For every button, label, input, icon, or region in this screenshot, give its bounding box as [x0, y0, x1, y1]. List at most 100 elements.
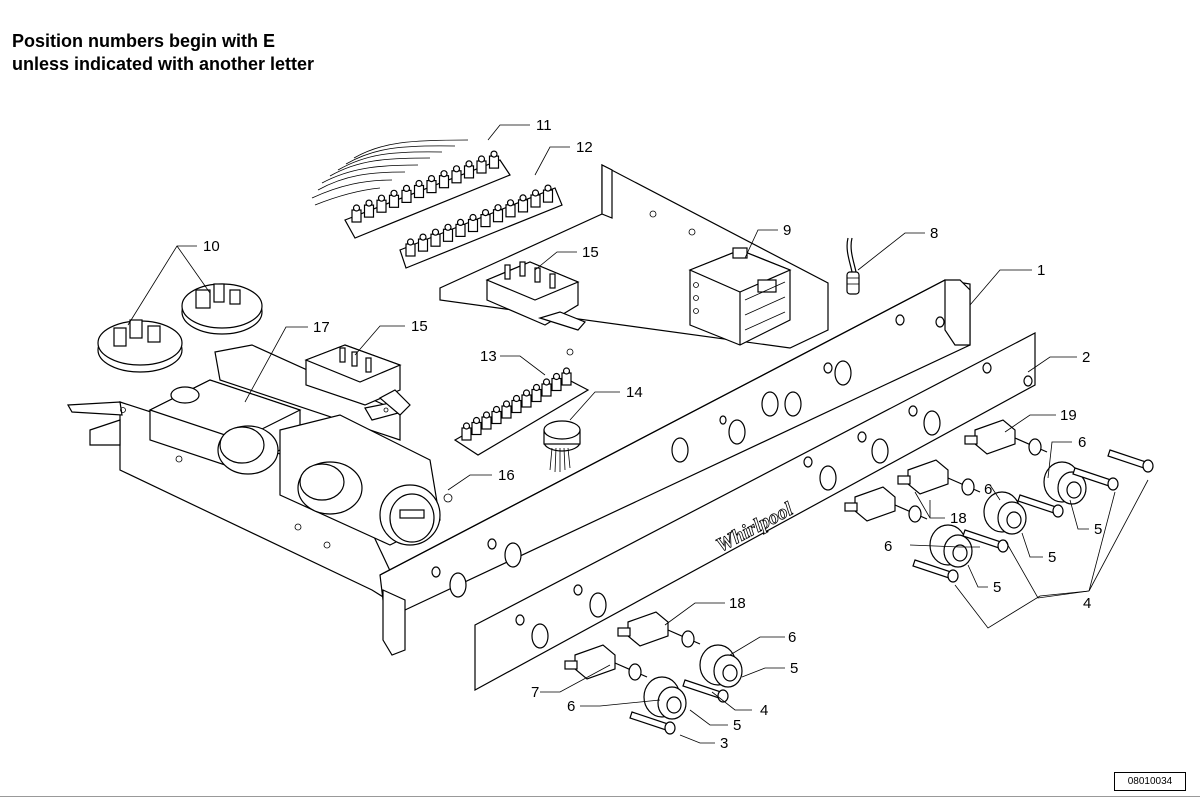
terminal-screw	[490, 150, 498, 158]
terminal-strip-13	[453, 367, 590, 456]
panel-hole	[449, 572, 467, 598]
panel-hole	[589, 592, 607, 618]
panel-hole	[573, 584, 583, 596]
callout-5-b: 5	[1048, 549, 1056, 566]
relay-15-upper	[485, 261, 587, 331]
terminal-screw	[506, 199, 515, 207]
panel-hole	[728, 419, 746, 445]
callout-16: 16	[498, 467, 515, 484]
terminal-clamp	[492, 209, 504, 223]
knob-face	[1006, 511, 1022, 529]
knob	[643, 676, 687, 720]
terminal-block-12	[399, 184, 563, 269]
leader-lines	[127, 124, 1149, 744]
panel-hole	[982, 362, 992, 374]
callout-5-d: 5	[790, 660, 798, 677]
sensor-8	[846, 237, 860, 295]
terminal-clamp	[376, 199, 387, 213]
rocker-switch	[617, 611, 701, 648]
terminal-clamp	[455, 223, 466, 237]
spindle-end	[1052, 504, 1064, 518]
terminal-clamp	[463, 165, 475, 179]
panel-hole	[504, 542, 522, 568]
terminal-screw	[402, 184, 411, 192]
terminal-screw	[477, 155, 486, 163]
panel-hole	[871, 438, 889, 464]
callout-14: 14	[626, 384, 643, 401]
terminal-clamp	[461, 427, 472, 441]
callout-4-a: 4	[1083, 595, 1091, 612]
callout-12: 12	[576, 139, 593, 156]
terminal-screw	[456, 218, 465, 226]
terminal-screw	[377, 194, 386, 202]
callout-labels: 11 12 10 9 8 15 1 17 15 2 13 14 19 6 16 …	[203, 117, 1102, 752]
knob-face	[952, 544, 968, 562]
terminal-screw	[462, 422, 471, 430]
switch-collar	[681, 630, 695, 648]
panel-hole	[761, 391, 779, 417]
terminal-clamp	[351, 209, 362, 223]
contactor-9	[688, 247, 792, 346]
switch-tab	[897, 475, 911, 485]
switch-body	[627, 611, 669, 647]
terminal-screw	[469, 213, 477, 222]
terminal-screw	[415, 179, 423, 188]
callout-13: 13	[480, 348, 497, 365]
spindle	[912, 559, 959, 583]
panel-hole	[1023, 375, 1033, 387]
terminal-clamp	[488, 155, 500, 169]
knob-face	[1066, 481, 1082, 499]
rocker-switch	[964, 419, 1048, 456]
terminal-clamp	[542, 189, 554, 203]
panel-hole	[908, 405, 918, 417]
terminal-screw	[512, 394, 521, 403]
position-note-line-1: Position numbers begin with E	[12, 31, 276, 51]
position-note-line-2: unless indicated with another letter	[12, 54, 315, 74]
terminal-screw	[427, 175, 436, 183]
knob	[983, 491, 1027, 535]
terminal-clamp	[438, 175, 450, 189]
terminal-clamp	[426, 180, 437, 194]
component-14	[543, 420, 581, 473]
terminal-screw	[552, 372, 561, 381]
panel-hole	[671, 437, 689, 463]
terminal-block-11	[311, 139, 511, 239]
terminal-screw	[465, 160, 473, 168]
callout-8: 8	[930, 225, 938, 242]
rear-panel-1	[379, 279, 985, 656]
terminal-clamp	[388, 194, 400, 208]
terminal-screw	[522, 389, 531, 397]
switch-collar	[628, 663, 642, 681]
terminal-clamp	[413, 184, 425, 199]
terminal-clamp	[363, 204, 375, 218]
knob-and-switch-group	[564, 419, 1154, 735]
panel-hole	[823, 362, 833, 374]
switch-collar	[961, 478, 975, 496]
terminal-clamp	[480, 214, 491, 228]
callout-6-d: 6	[788, 629, 796, 646]
switch-body	[574, 644, 616, 680]
switch-tab	[844, 502, 858, 512]
callout-3: 3	[720, 735, 728, 752]
knob-face	[666, 696, 682, 714]
terminal-screw	[444, 223, 452, 231]
panel-hole	[784, 391, 802, 417]
spindle	[1017, 494, 1064, 518]
rocker-switch	[844, 486, 928, 523]
callout-5-a: 5	[1094, 521, 1102, 538]
spindle	[1072, 467, 1119, 491]
terminal-clamp	[451, 170, 462, 184]
terminal-screw	[492, 405, 501, 414]
spindle	[682, 679, 729, 703]
switch-tab	[564, 660, 578, 670]
terminal-clamp	[471, 421, 482, 436]
terminal-screw	[390, 189, 398, 197]
relay-15-lower	[304, 344, 411, 416]
callout-10: 10	[203, 238, 220, 255]
terminal-clamp	[530, 194, 541, 208]
callout-18-a: 18	[950, 510, 967, 527]
callout-11: 11	[536, 117, 552, 134]
callout-6-b: 6	[984, 481, 992, 498]
spindle-end	[947, 569, 959, 583]
